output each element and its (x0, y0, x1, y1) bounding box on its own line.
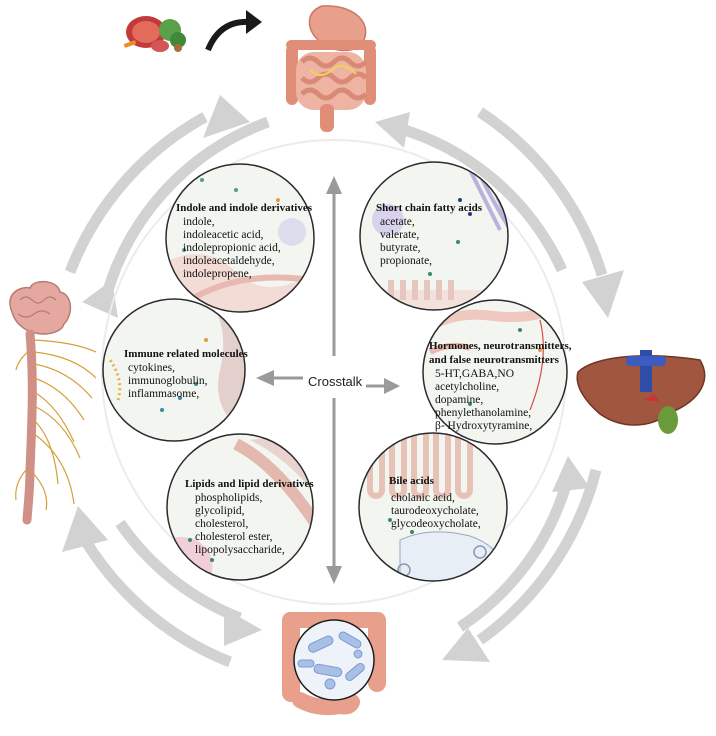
arrow-liver-to-gut-inner (396, 122, 568, 273)
hormones-item: acetylcholine, (435, 381, 500, 393)
bubble-indole (165, 163, 315, 313)
outer-cycle-arrows (64, 107, 608, 668)
bubble-bile (358, 432, 508, 582)
stomach-intestine-icon (286, 5, 376, 132)
scfa-text: Short chain fatty acids acetate, valerat… (376, 202, 482, 268)
hormones-item: dopamine, (435, 394, 484, 406)
lipids-text: Lipids and lipid derivatives phospholipi… (185, 478, 314, 557)
liver-icon (576, 350, 706, 434)
hormones-item: phenylethanolamine, (435, 407, 532, 419)
hormones-title-line1: Hormones, neurotransmitters, (429, 340, 572, 352)
bile-item: glycodeoxycholate, (391, 518, 481, 530)
bile-item: taurodeoxycholate, (391, 505, 479, 517)
scfa-item: butyrate, (380, 242, 421, 254)
outer-cycle-arrowheads (62, 95, 624, 662)
bubble-immune (102, 298, 246, 442)
immune-item: cytokines, (128, 362, 175, 374)
immune-item: inflammasome, (128, 388, 200, 400)
arrow-liver-to-colon-outer (476, 468, 602, 645)
brain-spinal-cord-icon (9, 280, 97, 525)
indole-item: indole, (183, 216, 215, 228)
hormones-text: Hormones, neurotransmitters, and false n… (429, 340, 571, 433)
indole-item: indolepropionic acid, (183, 242, 281, 254)
food-icon (123, 16, 186, 52)
arrow-gut-to-brain-inner (98, 116, 270, 307)
immune-item: immunoglobulin, (128, 375, 208, 387)
indole-item: indoleacetaldehyde, (183, 255, 275, 267)
arrow-gut-to-liver-outer (476, 107, 608, 277)
arrow-colon-to-brain-outer (80, 537, 233, 668)
indole-text: Indole and indole derivatives indole, in… (176, 202, 312, 281)
arrow-brain-to-gut-outer (64, 112, 208, 274)
hormones-item: β- Hydroxytyramine, (435, 420, 533, 432)
scfa-item: propionate, (380, 255, 433, 267)
crosstalk-arrows (256, 176, 400, 584)
lipids-title: Lipids and lipid derivatives (185, 478, 314, 490)
lipids-item: phospholipids, (195, 492, 263, 504)
scfa-item: acetate, (380, 216, 415, 228)
scfa-item: valerate, (380, 229, 420, 241)
food-to-gut-arrow (205, 10, 262, 52)
lipids-item: cholesterol, (195, 518, 249, 530)
bile-text: Bile acids cholanic acid, taurodeoxychol… (389, 475, 481, 531)
immune-title: Immune related molecules (124, 348, 248, 360)
immune-text: Immune related molecules cytokines, immu… (124, 348, 248, 401)
hormones-title-line2: and false neurotransmitters (429, 354, 559, 366)
bile-item: cholanic acid, (391, 492, 455, 504)
bile-title: Bile acids (389, 475, 434, 487)
indole-title: Indole and indole derivatives (176, 202, 312, 214)
indole-item: indoleacetic acid, (183, 229, 264, 241)
crosstalk-label: Crosstalk (308, 374, 363, 389)
lipids-item: lipopolysaccharide, (195, 544, 285, 556)
arrow-colon-to-liver-inner (456, 483, 572, 632)
lipids-item: glycolipid, (195, 505, 245, 517)
hormones-item: 5-HT,GABA,NO (435, 368, 515, 380)
scfa-title: Short chain fatty acids (376, 202, 483, 214)
lipids-item: cholesterol ester, (195, 531, 273, 543)
colon-microbiota-icon (282, 612, 386, 716)
indole-item: indolepropene, (183, 268, 252, 280)
